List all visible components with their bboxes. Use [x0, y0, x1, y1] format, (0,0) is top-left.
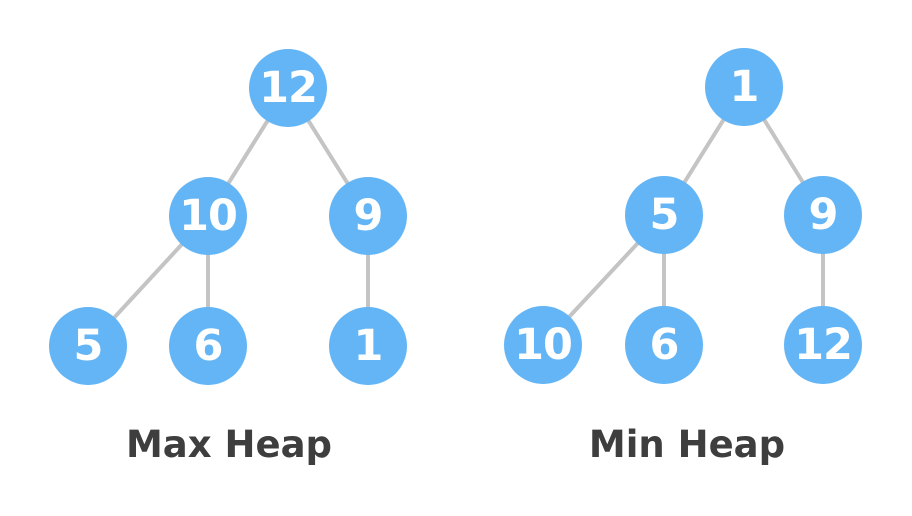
min-heap-node-leaf-2: 6	[625, 306, 703, 384]
min-heap-node-left: 5	[625, 176, 703, 254]
max-heap-node-leaf-1: 5	[49, 307, 127, 385]
min-heap-node-leaf-3: 12	[784, 306, 862, 384]
max-heap-label: Max Heap	[125, 423, 333, 466]
max-heap-node-left: 10	[169, 177, 247, 255]
min-heap-node-root: 1	[705, 48, 783, 126]
max-heap-node-right: 9	[329, 177, 407, 255]
min-heap-label: Min Heap	[588, 423, 786, 466]
max-heap-node-leaf-3: 1	[329, 307, 407, 385]
max-heap-node-leaf-2: 6	[169, 307, 247, 385]
min-heap-node-right: 9	[784, 176, 862, 254]
min-heap-node-leaf-1: 10	[504, 306, 582, 384]
max-heap-node-root: 12	[249, 49, 327, 127]
